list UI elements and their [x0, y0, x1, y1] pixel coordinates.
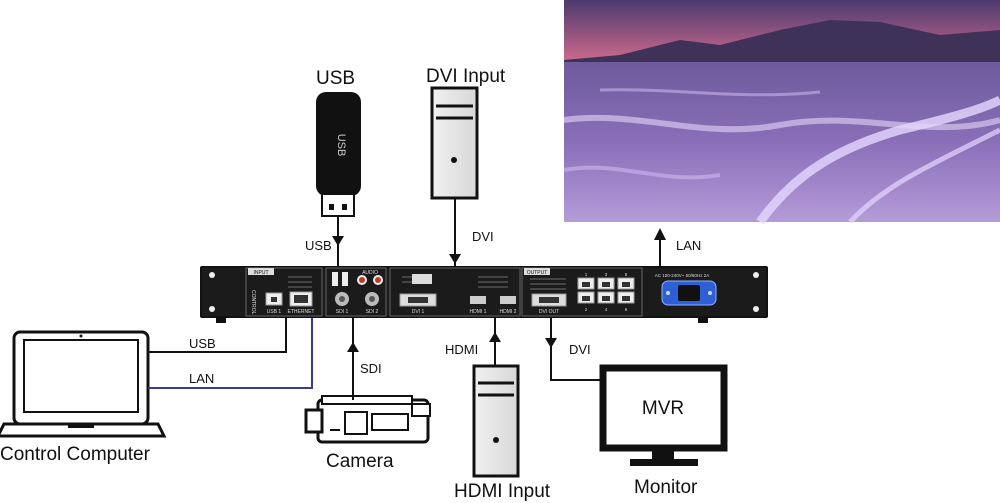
computer-usb-cable	[148, 305, 287, 353]
video-processor: INPUT OUTPUT CONTROL USB 1 ETHERNET AU	[200, 266, 768, 323]
hdmi-source-label: HDMI Input	[454, 481, 551, 502]
control-computer-label: Control Computer	[0, 444, 150, 465]
dvi-source-tower	[430, 86, 479, 200]
input-tag: INPUT	[254, 270, 269, 276]
usb-port-label: USB 1	[267, 309, 282, 315]
monitor-label: Monitor	[634, 477, 698, 498]
hdmi-source-tower	[472, 364, 520, 478]
rj45-port-number: 3	[605, 272, 608, 277]
camera-label: Camera	[326, 451, 394, 472]
dvi-output-label: DVI	[569, 342, 591, 357]
control-computer	[0, 330, 167, 438]
dvi-output-cable	[550, 300, 603, 381]
lan-output-label: LAN	[676, 238, 702, 253]
control-tag: CONTROL	[250, 290, 256, 315]
hdmi-connection-label: HDMI	[445, 342, 479, 357]
usb-stick: USB	[316, 92, 361, 217]
rj45-port-number: 5	[625, 272, 628, 277]
rj45-port-number: 1	[585, 272, 588, 277]
arrowheads	[332, 228, 666, 352]
sdi-connection-label: SDI	[360, 361, 382, 376]
camera	[304, 395, 431, 444]
audio-port-label: AUDIO	[362, 270, 378, 276]
led-screen	[563, 0, 1000, 225]
rj45-socket	[602, 282, 610, 287]
monitor: MVR	[599, 364, 728, 466]
usb-stick-text: USB	[335, 134, 347, 157]
rj45-socket	[582, 296, 590, 301]
hdmi-port-label: HDMI 1	[470, 309, 487, 315]
computer-lan-label: LAN	[189, 371, 215, 386]
ethernet-output-ports: 1 3 5 2 4 6	[577, 272, 635, 312]
output-tag: OUTPUT	[527, 270, 548, 276]
dvi-in-port-label: DVI 1	[412, 309, 425, 315]
dvi-source-label: DVI Input	[426, 66, 506, 87]
computer-lan-cable	[148, 305, 313, 389]
usb-connection-label: USB	[305, 238, 332, 253]
rj45-port-number: 4	[605, 307, 608, 312]
dvi-connection-label: DVI	[472, 229, 494, 244]
computer-usb-label: USB	[189, 336, 216, 351]
rj45-socket	[622, 282, 630, 287]
rj45-socket	[602, 296, 610, 301]
dvi-out-port-label: DVI OUT	[539, 309, 559, 315]
sdi-port-label: SDI 2	[366, 309, 379, 315]
rj45-socket	[582, 282, 590, 287]
rj45-port-number: 2	[585, 307, 588, 312]
usb-stick-label: USB	[316, 68, 356, 89]
ethernet-port-label: ETHERNET	[288, 309, 315, 315]
sdi-port-label: SDI 1	[336, 309, 349, 315]
rj45-port-number: 6	[625, 307, 628, 312]
hdmi-port-label: HDMI 2	[500, 309, 517, 315]
power-label: AC 100-240V~ 50/60Hz 2A	[655, 273, 709, 278]
monitor-screen-text: MVR	[642, 398, 684, 419]
rj45-socket	[622, 296, 630, 301]
